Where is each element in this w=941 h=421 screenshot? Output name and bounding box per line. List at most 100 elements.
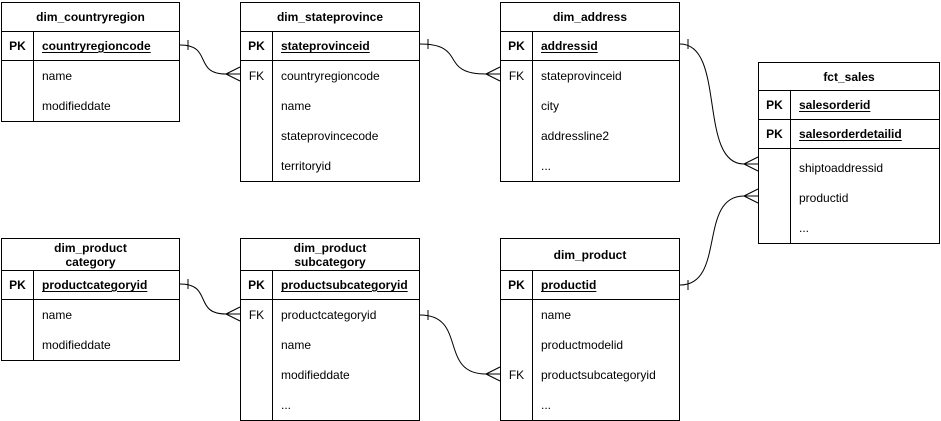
table-row: productmodelid <box>501 330 679 360</box>
column-name: productcategoryid <box>42 278 148 292</box>
column-name: productid <box>799 191 849 205</box>
table-title: dim_countryregion <box>2 3 179 32</box>
key-column-divider <box>532 271 533 420</box>
table-row: modifieddate <box>2 91 179 121</box>
table-title: dim_product subcategory <box>241 239 419 271</box>
table-title: dim_address <box>501 3 679 32</box>
table-row: PK addressid <box>501 32 679 61</box>
relation-dim_productcategory-dim_productsubcategory <box>179 279 241 322</box>
table-row: FK stateprovinceid <box>501 61 679 91</box>
table-row: modifieddate <box>2 330 179 360</box>
key-column-divider <box>33 32 34 121</box>
table-row: FK countryregioncode <box>241 61 419 91</box>
table-row: PK salesorderdetailid <box>759 120 939 149</box>
table-dim-countryregion[interactable]: dim_countryregion PK countryregioncode n… <box>1 2 180 122</box>
relation-dim_stateprovince-dim_address <box>419 39 501 82</box>
table-row: name <box>241 330 419 360</box>
table-row: productid <box>759 183 939 213</box>
table-row: PK salesorderid <box>759 91 939 120</box>
table-row: PK stateprovinceid <box>241 32 419 61</box>
relation-dim_productsubcategory-dim_product <box>419 310 501 382</box>
column-name: stateprovinceid <box>541 69 622 83</box>
relation-dim_address-fct_sales <box>679 39 759 172</box>
table-title: dim_product category <box>2 239 179 271</box>
table-row: stateprovincecode <box>241 121 419 151</box>
column-name: city <box>541 99 559 113</box>
table-fct-sales[interactable]: fct_sales PK salesorderid PK salesorderd… <box>758 62 940 244</box>
table-row: name <box>2 300 179 330</box>
table-dim-stateprovince[interactable]: dim_stateprovince PK stateprovinceid FK … <box>240 2 420 182</box>
table-row: PK productsubcategoryid <box>241 271 419 300</box>
column-name: productsubcategoryid <box>541 368 656 382</box>
table-row: ... <box>501 390 679 420</box>
table-dim-product[interactable]: dim_product PK productid name productmod… <box>500 238 680 421</box>
column-name: name <box>541 308 572 322</box>
column-name: name <box>42 308 73 322</box>
table-row: name <box>241 91 419 121</box>
table-title: fct_sales <box>759 63 939 91</box>
pk-label: PK <box>248 278 265 292</box>
column-name: addressid <box>541 39 598 53</box>
column-name: modifieddate <box>42 338 111 352</box>
table-dim-productsubcategory[interactable]: dim_product subcategory PK productsubcat… <box>240 238 420 421</box>
column-name: name <box>281 338 312 352</box>
column-name: modifieddate <box>281 368 350 382</box>
column-name: ... <box>281 398 292 412</box>
key-column-divider <box>532 32 533 181</box>
pk-label: PK <box>248 39 265 53</box>
column-name: ... <box>541 159 552 173</box>
key-column-divider <box>272 32 273 181</box>
column-name: name <box>281 99 312 113</box>
column-name: territoryid <box>281 159 332 173</box>
table-row: name <box>2 61 179 91</box>
column-name: productmodelid <box>541 338 624 352</box>
pk-label: PK <box>766 127 783 141</box>
table-row: ... <box>501 151 679 181</box>
column-name: productid <box>541 278 597 292</box>
table-row: PK productcategoryid <box>2 271 179 300</box>
pk-label: PK <box>508 39 525 53</box>
column-name: salesorderid <box>799 98 871 112</box>
column-name: name <box>42 69 73 83</box>
fk-label: FK <box>508 368 525 382</box>
column-name: countryregioncode <box>281 69 380 83</box>
fk-label: FK <box>248 69 265 83</box>
column-name: countryregioncode <box>42 39 151 53</box>
table-dim-productcategory[interactable]: dim_product category PK productcategoryi… <box>1 238 180 361</box>
table-row: FK productcategoryid <box>241 300 419 330</box>
table-row: ... <box>759 213 939 243</box>
table-row: city <box>501 91 679 121</box>
column-name: addressline2 <box>541 129 610 143</box>
table-row: PK productid <box>501 271 679 300</box>
fk-label: FK <box>248 308 265 322</box>
table-title: dim_stateprovince <box>241 3 419 32</box>
key-column-divider <box>272 271 273 420</box>
key-column-divider <box>790 91 791 243</box>
column-name: stateprovincecode <box>281 129 379 143</box>
relation-dim_product-fct_sales <box>679 188 759 290</box>
pk-label: PK <box>766 98 783 112</box>
fk-label: FK <box>508 69 525 83</box>
column-name: productsubcategoryid <box>281 278 408 292</box>
column-name: stateprovinceid <box>281 39 370 53</box>
table-dim-address[interactable]: dim_address PK addressid FK stateprovinc… <box>500 2 680 182</box>
table-row: name <box>501 300 679 330</box>
table-title: dim_product <box>501 239 679 271</box>
pk-label: PK <box>9 278 26 292</box>
table-row: modifieddate <box>241 360 419 390</box>
table-row: FK productsubcategoryid <box>501 360 679 390</box>
pk-label: PK <box>508 278 525 292</box>
table-row: territoryid <box>241 151 419 181</box>
table-row: ... <box>241 390 419 420</box>
column-name: ... <box>541 398 552 412</box>
column-name: ... <box>799 221 810 235</box>
relation-dim_countryregion-dim_stateprovince <box>179 40 241 82</box>
table-row: addressline2 <box>501 121 679 151</box>
table-row: PK countryregioncode <box>2 32 179 61</box>
table-row: shiptoaddressid <box>759 153 939 183</box>
key-column-divider <box>33 271 34 360</box>
column-name: salesorderdetailid <box>799 127 902 141</box>
column-name: shiptoaddressid <box>799 161 884 175</box>
pk-label: PK <box>9 39 26 53</box>
